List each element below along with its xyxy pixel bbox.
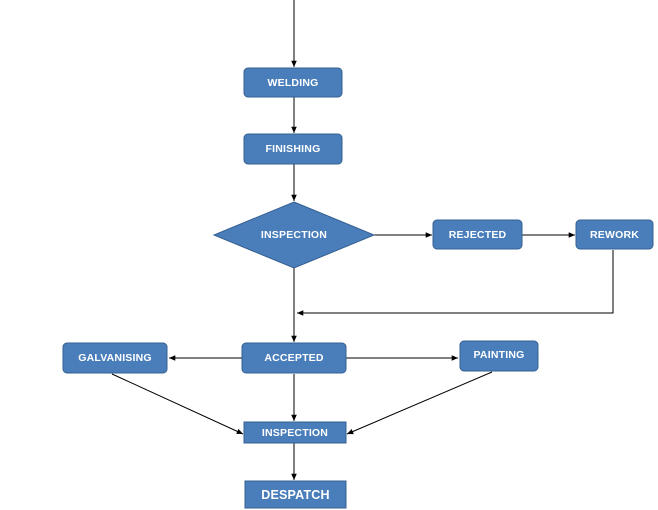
- connector-rework-return: [297, 250, 614, 316]
- galvanising-box: [62, 342, 168, 374]
- connector-galvanising-to-final-inspection: [111, 373, 244, 435]
- connector-painting-to-final-inspection: [346, 371, 493, 435]
- painting-box: [459, 340, 539, 372]
- final-inspection-box: [243, 421, 347, 444]
- welding-box: [243, 67, 343, 98]
- inspection-decision-diamond: [212, 201, 376, 269]
- rework-box: [575, 219, 654, 250]
- accepted-box: [241, 342, 347, 374]
- rejected-box: [432, 219, 523, 250]
- finishing-box: [243, 133, 343, 165]
- despatch-box: [244, 480, 347, 509]
